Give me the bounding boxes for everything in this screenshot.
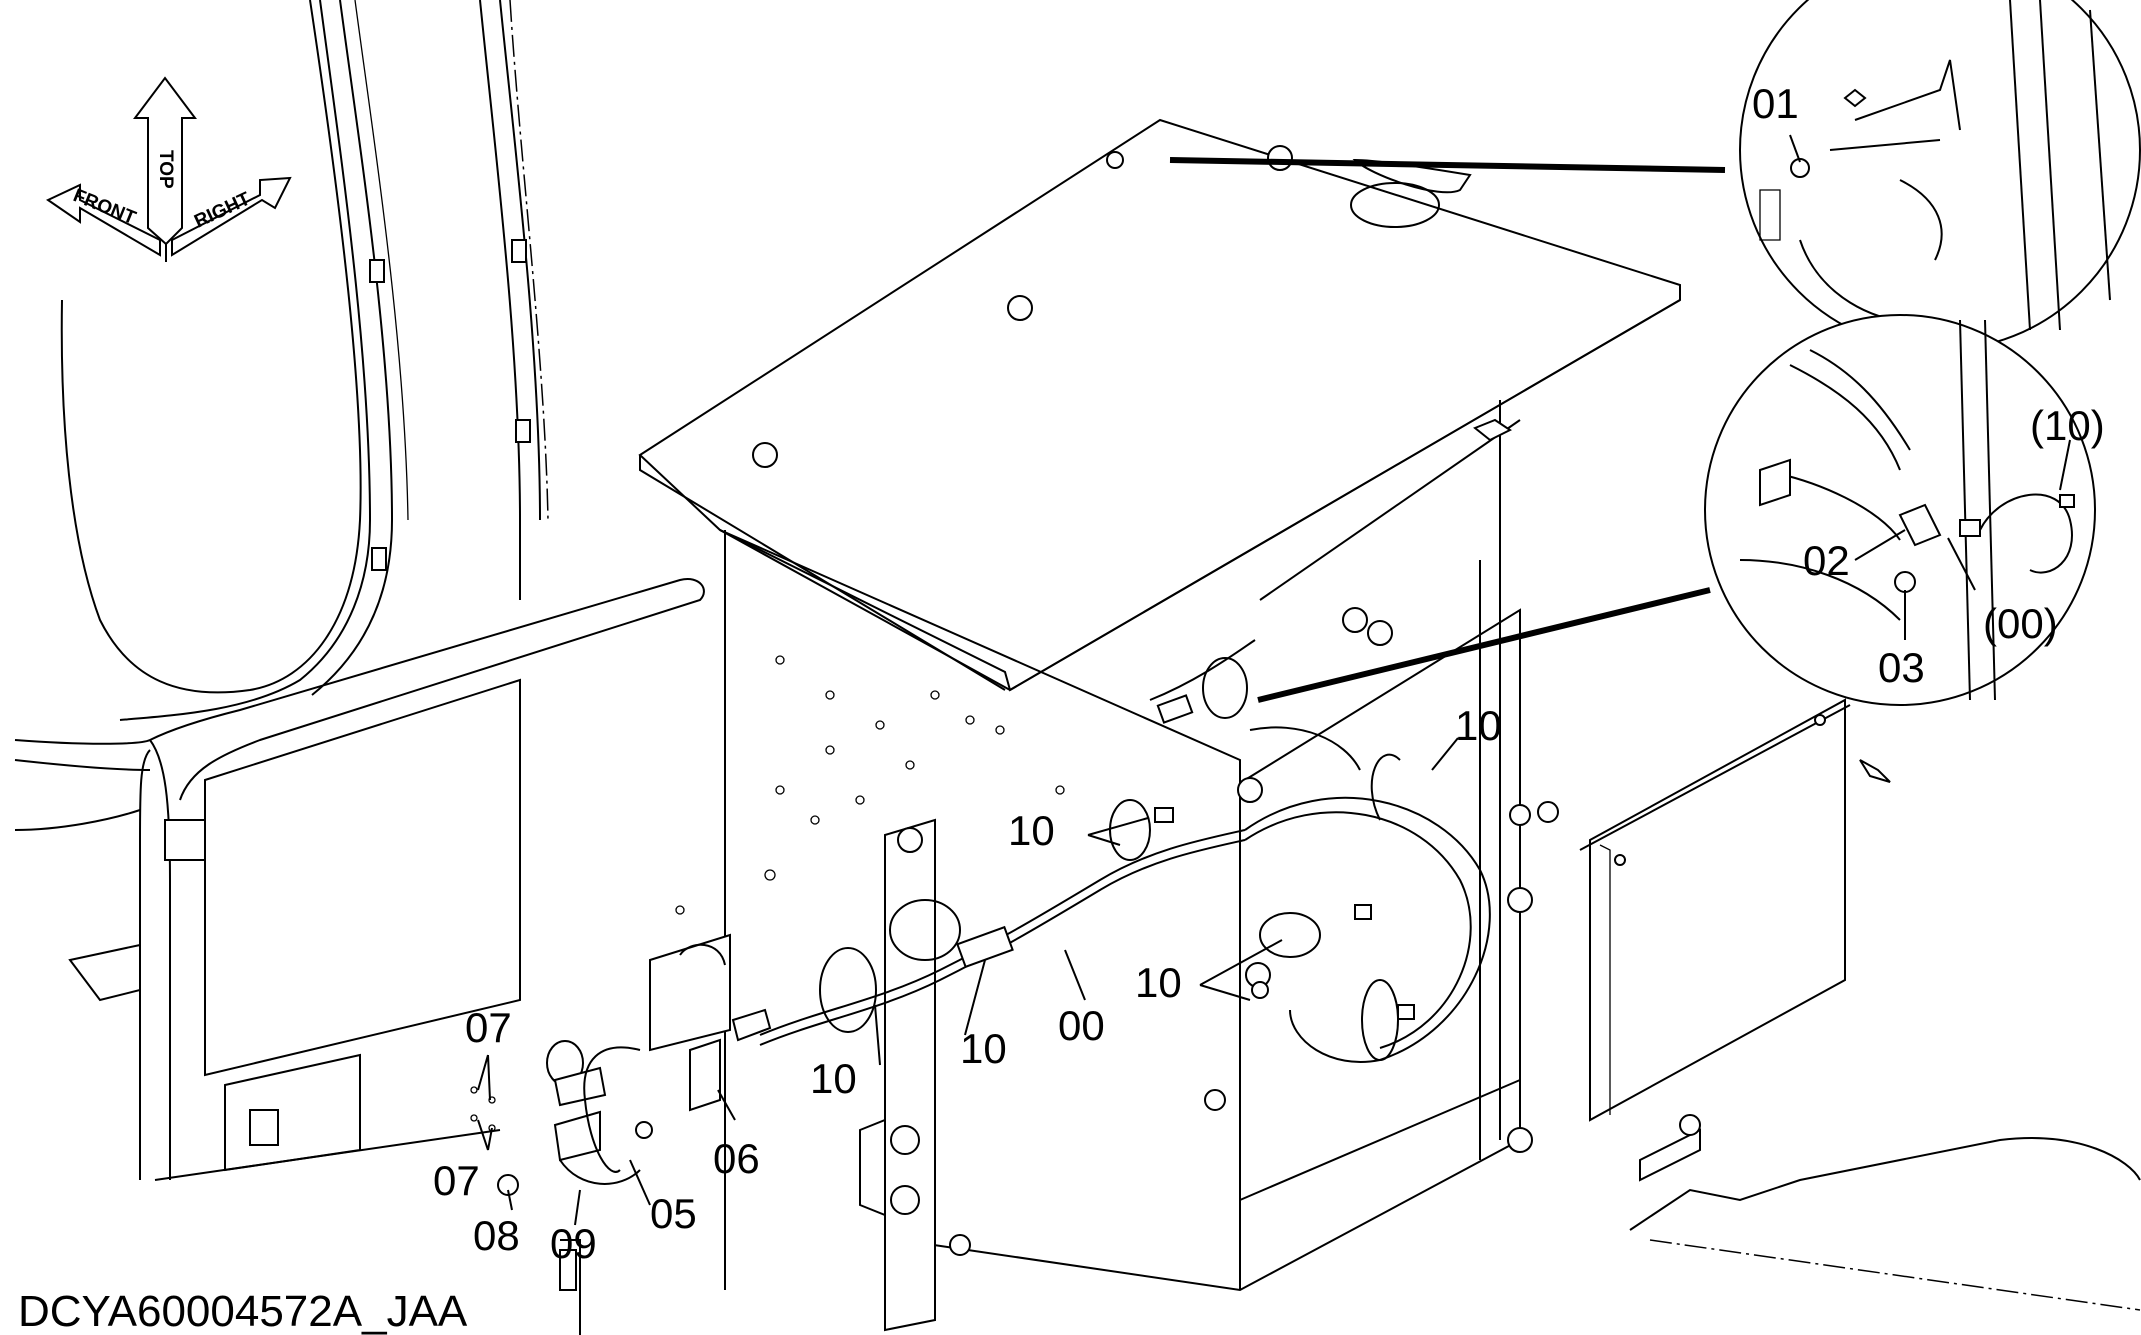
- callout-10-e: 10: [810, 1055, 857, 1102]
- callout-07-upper: 07: [465, 1004, 512, 1051]
- callout-10-c: 10: [1135, 959, 1182, 1006]
- callout-labels: 01 02 03 (00) (10) 10 10 10 10 10 00 05 …: [433, 80, 2105, 1267]
- callout-07-lower: 07: [433, 1157, 480, 1204]
- cab-frame: [60, 0, 549, 721]
- callout-01: 01: [1752, 80, 1799, 127]
- callout-06: 06: [713, 1135, 760, 1182]
- seat-armrest: [14, 578, 705, 1181]
- callout-03: 03: [1878, 644, 1925, 691]
- callout-02: 02: [1803, 537, 1850, 584]
- detail-view-1: [1739, 0, 2141, 351]
- wire-harness: [731, 639, 1491, 1063]
- callout-00: 00: [1058, 1002, 1105, 1049]
- orientation-label-right: RIGHT: [191, 188, 254, 232]
- console-box: [638, 118, 1681, 1292]
- sensor-assembly: [470, 933, 731, 1335]
- orientation-indicator: FRONT TOP RIGHT: [45, 76, 292, 262]
- callout-10-a: 10: [1455, 702, 1502, 749]
- callout-05: 05: [650, 1190, 697, 1237]
- detail-1-pointer: [1169, 157, 1726, 173]
- callout-00-detail: (00): [1983, 600, 2058, 647]
- callout-09: 09: [550, 1220, 597, 1267]
- callout-10-detail: (10): [2030, 402, 2105, 449]
- detail-2-pointer: [1257, 587, 1711, 703]
- leader-lines: [477, 134, 2071, 1226]
- callout-08: 08: [473, 1212, 520, 1259]
- vertical-bracket: [859, 818, 936, 1332]
- detail-view-2: [1704, 314, 2096, 706]
- orientation-label-top: TOP: [155, 150, 176, 189]
- callout-10-d: 10: [960, 1025, 1007, 1072]
- callout-10-b: 10: [1008, 807, 1055, 854]
- mounting-holes: [675, 655, 1065, 915]
- side-guard: [1579, 698, 2141, 1311]
- drawing-id-label: DCYA60004572A_JAA: [18, 1287, 468, 1335]
